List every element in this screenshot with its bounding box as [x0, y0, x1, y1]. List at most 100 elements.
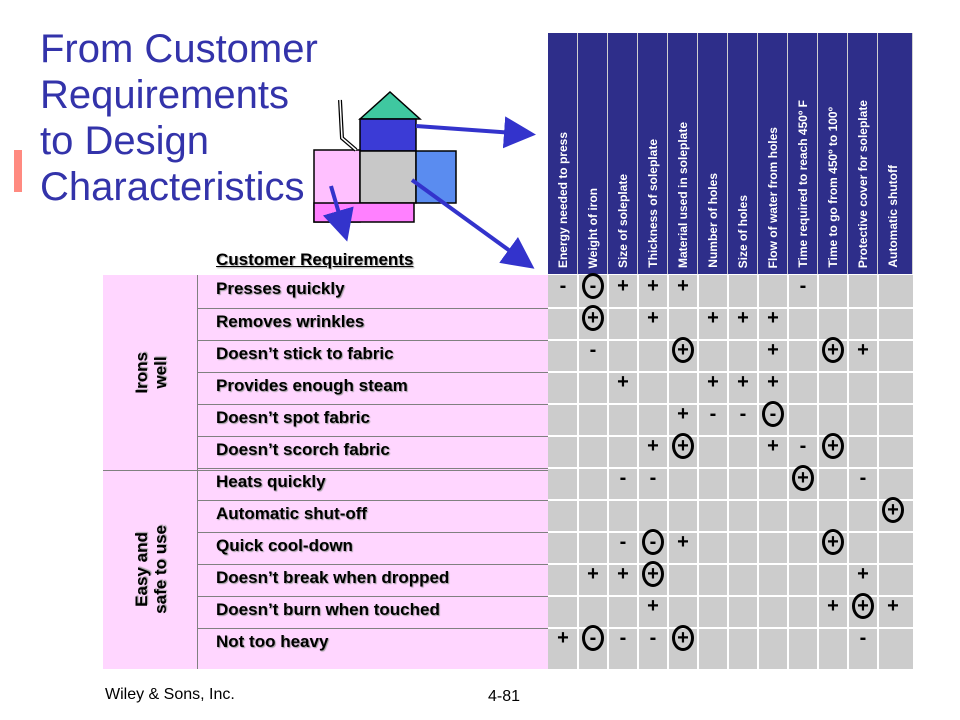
design-characteristic-label: Thickness of soleplate	[646, 139, 660, 268]
strong-relationship-circle: +	[642, 561, 664, 587]
group-divider	[103, 470, 548, 471]
title-line: to Design	[40, 119, 209, 163]
relationship-mark: -	[649, 467, 657, 489]
strong-relationship-circle: +	[792, 465, 814, 491]
matrix-row-line	[548, 403, 913, 405]
strong-relationship-circle: +	[582, 305, 604, 331]
requirement-row: Provides enough steam	[198, 372, 548, 404]
requirement-label: Presses quickly	[216, 279, 345, 298]
relationship-mark: -	[619, 531, 627, 553]
design-characteristic-header: Size of holes	[728, 33, 758, 274]
requirement-label: Removes wrinkles	[216, 312, 365, 331]
design-characteristic-header: Weight of iron	[578, 33, 608, 274]
matrix-row-line	[548, 531, 913, 533]
matrix-column-line	[607, 275, 609, 669]
strong-relationship-circle: +	[852, 593, 874, 619]
requirement-row: Doesn’t stick to fabric	[198, 340, 548, 372]
requirement-row: Automatic shut-off	[198, 500, 548, 532]
strong-relationship-mark: +	[788, 462, 818, 494]
matrix-column-line	[847, 275, 849, 669]
relationship-mark: -	[619, 467, 627, 489]
strong-relationship-mark: +	[668, 334, 698, 366]
design-characteristic-label: Size of soleplate	[616, 173, 630, 268]
requirement-row: Quick cool-down	[198, 532, 548, 564]
design-characteristic-header: Thickness of soleplate	[638, 33, 668, 274]
requirement-row: Doesn’t break when dropped	[198, 564, 548, 596]
relationship-mark: +	[767, 371, 779, 393]
matrix-row-line	[548, 307, 913, 309]
requirement-row: Doesn’t scorch fabric	[198, 436, 548, 468]
relationship-mark: +	[827, 595, 839, 617]
design-characteristic-header: Time required to reach 450º F	[788, 33, 818, 274]
relationship-mark: +	[617, 275, 629, 297]
design-characteristic-label: Material used in soleplate	[676, 121, 690, 268]
requirement-row: Doesn’t burn when touched	[198, 596, 548, 628]
relationship-mark: -	[739, 403, 747, 425]
relationship-mark: +	[617, 371, 629, 393]
arrow-to-matrix	[410, 178, 535, 269]
matrix-column-line	[697, 275, 699, 669]
arrow-to-customer-requirements	[322, 185, 354, 242]
footer-publisher: Wiley & Sons, Inc.	[105, 686, 235, 703]
group-irons-well: Irons well	[103, 275, 198, 470]
strong-relationship-circle: -	[762, 401, 784, 427]
relationship-mark: +	[677, 275, 689, 297]
strong-relationship-mark: +	[818, 430, 848, 462]
matrix-column-line	[667, 275, 669, 669]
relationship-mark: +	[857, 339, 869, 361]
requirement-label: Heats quickly	[216, 472, 326, 491]
relationship-mark: -	[709, 403, 717, 425]
relationship-mark: +	[647, 275, 659, 297]
design-characteristic-label: Protective cover for soleplate	[856, 99, 870, 268]
requirement-label: Not too heavy	[216, 632, 329, 651]
slide-title: From Customer Requirements to Design Cha…	[40, 26, 360, 210]
relationship-mark: +	[857, 563, 869, 585]
strong-relationship-circle: +	[672, 433, 694, 459]
relationship-mark: -	[799, 435, 807, 457]
design-characteristic-header: Flow of water from holes	[758, 33, 788, 274]
footer-page-number: 4-81	[488, 688, 521, 705]
strong-relationship-mark: +	[818, 334, 848, 366]
strong-relationship-mark: +	[668, 430, 698, 462]
relationship-mark: +	[677, 403, 689, 425]
title-line: From Customer	[40, 27, 318, 71]
relationship-mark: +	[737, 307, 749, 329]
arrow-overlay	[322, 116, 536, 269]
relationship-mark: +	[887, 595, 899, 617]
matrix-column-line	[577, 275, 579, 669]
strong-relationship-mark: -	[578, 270, 608, 302]
title-line: Requirements	[40, 73, 290, 117]
strong-relationship-circle: -	[582, 273, 604, 299]
customer-requirements-label: Customer Requirements	[216, 250, 414, 269]
strong-relationship-circle: +	[672, 625, 694, 651]
design-characteristic-header: Automatic shutoff	[878, 33, 913, 274]
matrix-row-line	[548, 467, 913, 469]
strong-relationship-circle: +	[822, 529, 844, 555]
strong-relationship-circle: +	[822, 337, 844, 363]
matrix-row-line	[548, 627, 913, 629]
relationship-mark: +	[557, 627, 569, 649]
design-characteristic-header: Material used in soleplate	[668, 33, 698, 274]
group-label: Irons well	[131, 351, 170, 394]
relationship-mark: -	[559, 275, 567, 297]
strong-relationship-circle: -	[582, 625, 604, 651]
relationship-mark: +	[707, 371, 719, 393]
design-characteristic-header: Size of soleplate	[608, 33, 638, 274]
matrix-column-line	[637, 275, 639, 669]
matrix-column-line	[727, 275, 729, 669]
requirement-row: Presses quickly	[198, 276, 548, 308]
strong-relationship-mark: -	[638, 526, 668, 558]
design-characteristic-label: Number of holes	[706, 173, 720, 268]
relationship-mark: +	[707, 307, 719, 329]
design-characteristic-label: Weight of iron	[586, 187, 600, 268]
relationship-mark: +	[767, 435, 779, 457]
relationship-mark: -	[619, 627, 627, 649]
requirement-row: Doesn’t spot fabric	[198, 404, 548, 436]
strong-relationship-mark: +	[668, 622, 698, 654]
strong-relationship-circle: +	[882, 497, 904, 523]
group-easy-and-safe: Easy and safe to use	[103, 470, 198, 669]
matrix-row-line	[548, 435, 913, 437]
relationship-mark: +	[737, 371, 749, 393]
requirement-label: Doesn’t spot fabric	[216, 408, 370, 427]
matrix-row-line	[548, 499, 913, 501]
